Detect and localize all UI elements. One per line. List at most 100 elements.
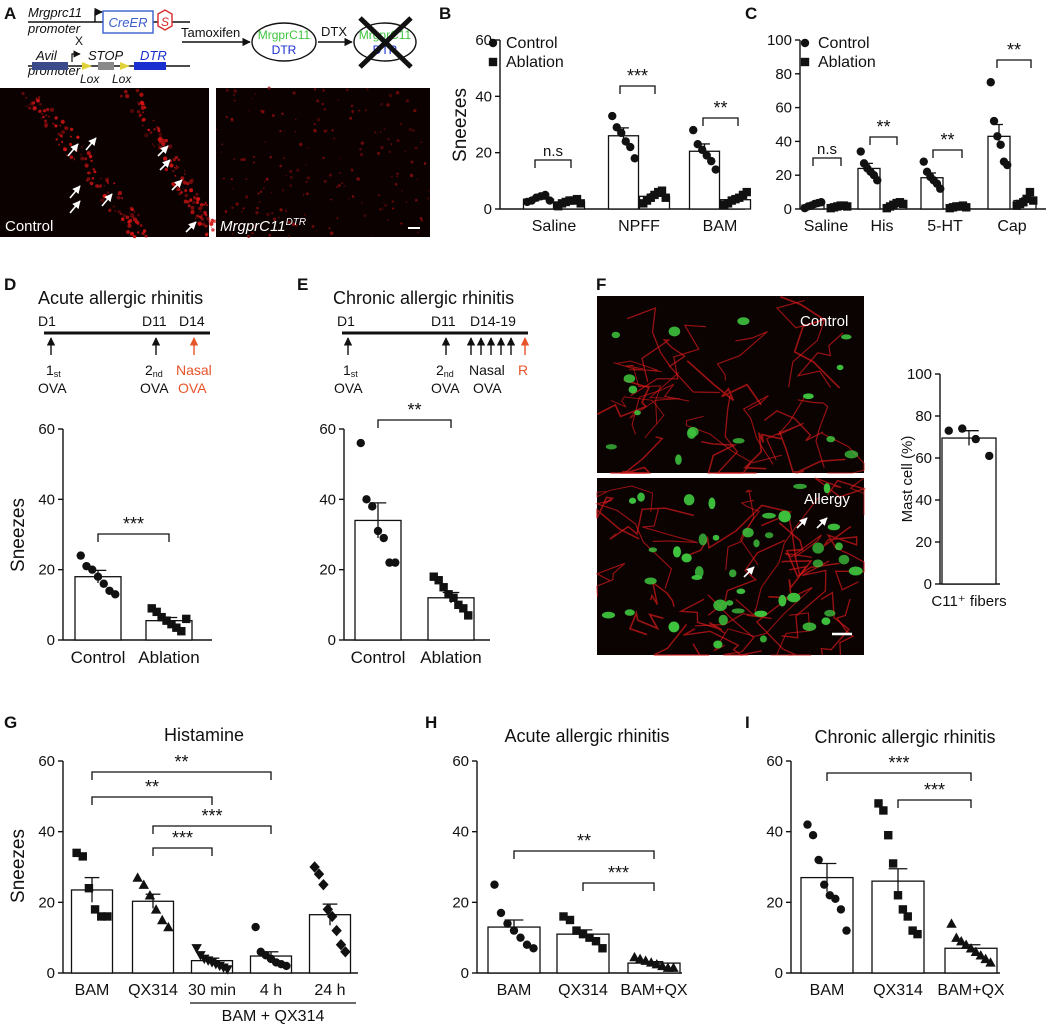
control-dot-245	[197, 221, 202, 226]
cross-label: X	[75, 34, 83, 48]
control-dot-227	[140, 101, 145, 106]
mastcell-control-13	[686, 428, 697, 439]
sig-bracket-H-1	[582, 882, 655, 891]
dtr-dot-9	[257, 192, 260, 195]
point-C-0-3-5	[1003, 160, 1012, 170]
control-dot-201	[105, 177, 110, 182]
point-E-0-4	[379, 533, 388, 543]
point-B-0-2-0	[689, 125, 698, 135]
timeline-d-event-1: 1st	[46, 362, 61, 379]
sig-bracket-C-0	[812, 157, 842, 166]
mastcell-allergy-7	[827, 523, 841, 531]
control-dot-119	[193, 196, 196, 199]
tick-label-E-3: 60	[319, 421, 336, 438]
dtr-dot-47	[307, 147, 309, 149]
point-I-2-6	[975, 950, 986, 960]
point-C-1-3-5	[1029, 196, 1038, 205]
control-dot-19	[153, 145, 155, 147]
point-D-1-0	[147, 604, 156, 613]
point-H-0-4	[516, 933, 525, 942]
mastcell-allergy-22	[725, 600, 734, 606]
sig-label-C-2: **	[940, 130, 954, 150]
dtr-dot-97	[423, 162, 427, 165]
ylabel-B: Sneezes	[450, 88, 471, 162]
dtr-dot-136	[294, 118, 297, 121]
fiber-allergy-31	[683, 504, 792, 559]
control-dot-17	[21, 91, 25, 96]
point-G-3-0	[251, 922, 260, 932]
point-D-1-4	[167, 619, 176, 629]
control-dot-192	[138, 113, 142, 117]
point-B-1-1-5	[657, 186, 667, 195]
dtr-dot-62	[251, 97, 253, 100]
point-G-4-0	[309, 861, 320, 873]
dtr-dot-155	[261, 110, 265, 114]
fiber-control-16	[630, 324, 707, 397]
dtr-dot-93	[225, 115, 228, 119]
tick-label-C-4: 80	[775, 66, 792, 83]
point-H-2-5	[657, 960, 668, 971]
tick-label-G-0: 0	[47, 965, 55, 982]
point-H-1-3	[578, 929, 588, 939]
control-dot-158	[92, 168, 96, 171]
xtick-label-G-3: 4 h	[260, 982, 282, 999]
fiber-control-14	[797, 399, 829, 468]
control-dot-53	[80, 153, 82, 156]
dtr-dot-126	[323, 179, 327, 183]
point-G-0-0	[72, 848, 81, 858]
tick-label-C-3: 60	[775, 100, 792, 117]
dtr-dot-118	[284, 208, 286, 211]
point-F-0-3	[985, 451, 994, 461]
gene1-promoter: promoter	[27, 21, 81, 36]
dtr-dot-138	[291, 222, 296, 227]
control-dot-117	[73, 157, 75, 159]
point-H-2-4	[651, 958, 662, 969]
dtr-dot-148	[351, 109, 355, 113]
point-G-4-5	[331, 924, 342, 937]
sig-bracket-G-1	[91, 796, 213, 805]
point-G-1-2	[144, 890, 156, 900]
control-dot-248	[57, 132, 62, 137]
bar-D-0	[74, 576, 122, 641]
control-dot-72	[167, 144, 173, 149]
control-dot-208	[74, 148, 79, 152]
control-dot-177	[195, 200, 200, 205]
mastcell-control-5	[675, 454, 682, 465]
control-dot-249	[163, 156, 168, 161]
dtr-dot-95	[333, 137, 336, 140]
tick-label-F-4: 80	[915, 408, 932, 425]
timeline-e-event-2-num: 2	[436, 362, 444, 378]
dtr-dot-60	[222, 177, 225, 180]
dtr-dot-151	[376, 133, 379, 135]
control-arrow-8	[171, 179, 183, 191]
point-I-2-4	[965, 943, 977, 953]
control-dot-30	[84, 157, 88, 161]
xtick-label-I-1: QX314	[873, 982, 923, 999]
dtr-dot-137	[252, 161, 255, 164]
point-I-0-7	[842, 926, 851, 935]
legend-marker-B-0	[488, 38, 498, 48]
fiber-allergy-18	[725, 489, 755, 571]
control-dot-7	[39, 103, 42, 106]
dtr-dot-154	[289, 169, 293, 173]
tick-label-D-1: 20	[38, 562, 55, 579]
fiber-allergy-10	[653, 623, 710, 656]
xtick-label-G-0: BAM	[75, 982, 110, 999]
allergy-arrow-1	[796, 517, 808, 529]
tick-label-F-2: 40	[915, 492, 932, 509]
control-dot-135	[128, 223, 131, 227]
dtr-dot-163	[387, 137, 390, 141]
dtr-dot-67	[380, 146, 384, 150]
dtr-dot-14	[358, 109, 361, 112]
fiber-control-5	[821, 432, 865, 474]
tamoxifen-label: Tamoxifen	[181, 25, 240, 40]
control-dot-56	[211, 228, 215, 232]
dtr-dot-162	[339, 172, 342, 174]
point-C-1-1-5	[899, 199, 908, 209]
control-dot-87	[65, 154, 68, 157]
control-dot-89	[192, 200, 196, 205]
control-dot-211	[158, 140, 163, 144]
control-dot-138	[201, 223, 205, 226]
